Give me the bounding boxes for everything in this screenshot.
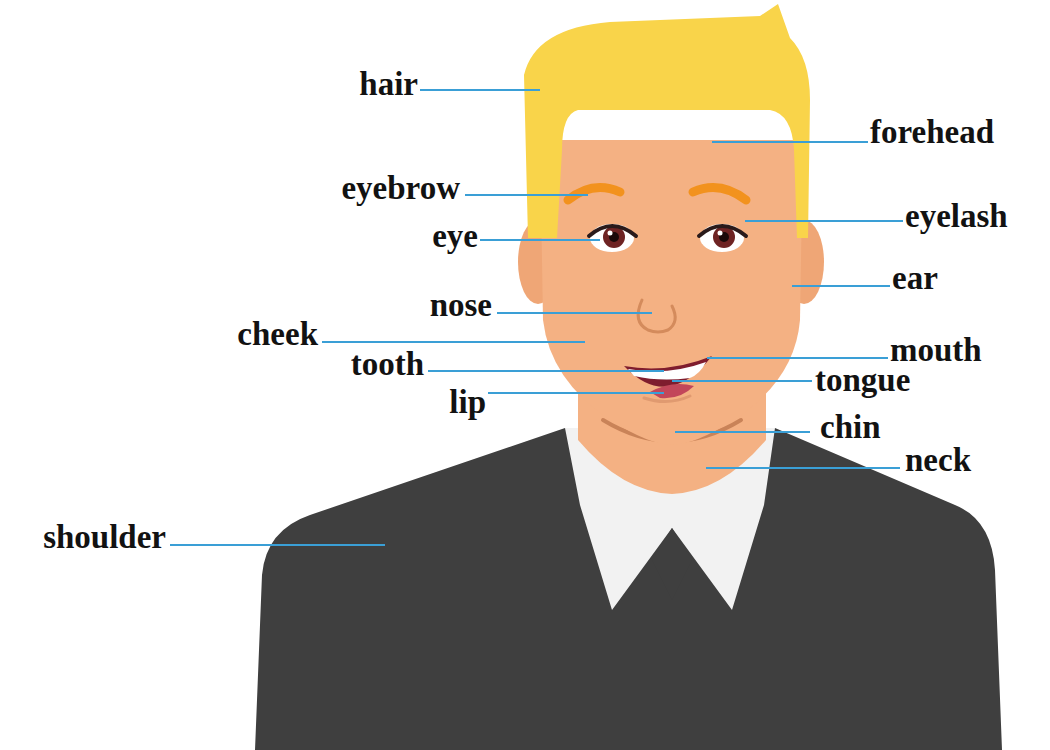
leader-line xyxy=(488,392,664,394)
lower-lip xyxy=(644,396,690,402)
part-label: eyelash xyxy=(905,196,1008,236)
leader-line xyxy=(675,431,810,433)
leader-line xyxy=(322,341,585,343)
right-eye-highlight xyxy=(718,231,723,236)
part-label: nose xyxy=(430,285,492,325)
part-label: cheek xyxy=(237,314,318,354)
leader-line xyxy=(712,141,868,143)
leader-line xyxy=(420,89,540,91)
leader-line xyxy=(480,239,600,241)
left-eyelash xyxy=(589,226,636,236)
part-label: tongue xyxy=(815,360,910,400)
hair xyxy=(524,4,810,238)
left-eye-highlight xyxy=(608,231,613,236)
collar-notch xyxy=(652,528,692,600)
part-label: forehead xyxy=(870,112,994,152)
leader-line xyxy=(707,357,888,359)
part-label: lip xyxy=(449,382,486,422)
part-label: shoulder xyxy=(43,517,166,557)
leader-lines xyxy=(170,90,903,545)
leader-line xyxy=(706,467,900,469)
leader-line xyxy=(672,380,812,382)
part-label: neck xyxy=(905,440,971,480)
leader-line xyxy=(428,370,664,372)
leader-line xyxy=(745,220,903,222)
part-label: hair xyxy=(359,64,418,104)
part-label: eyebrow xyxy=(341,168,460,208)
part-label: ear xyxy=(892,258,938,298)
part-label: tooth xyxy=(351,344,424,384)
part-label: eye xyxy=(432,216,478,256)
right-eyebrow xyxy=(693,188,746,201)
face xyxy=(540,140,803,445)
right-eyelash xyxy=(699,226,746,236)
leader-line xyxy=(170,544,385,546)
left-eyebrow xyxy=(568,188,620,201)
leader-line xyxy=(465,194,588,196)
nose xyxy=(638,300,675,332)
leader-line xyxy=(792,285,890,287)
leader-line xyxy=(497,312,652,314)
part-label: chin xyxy=(820,407,881,447)
